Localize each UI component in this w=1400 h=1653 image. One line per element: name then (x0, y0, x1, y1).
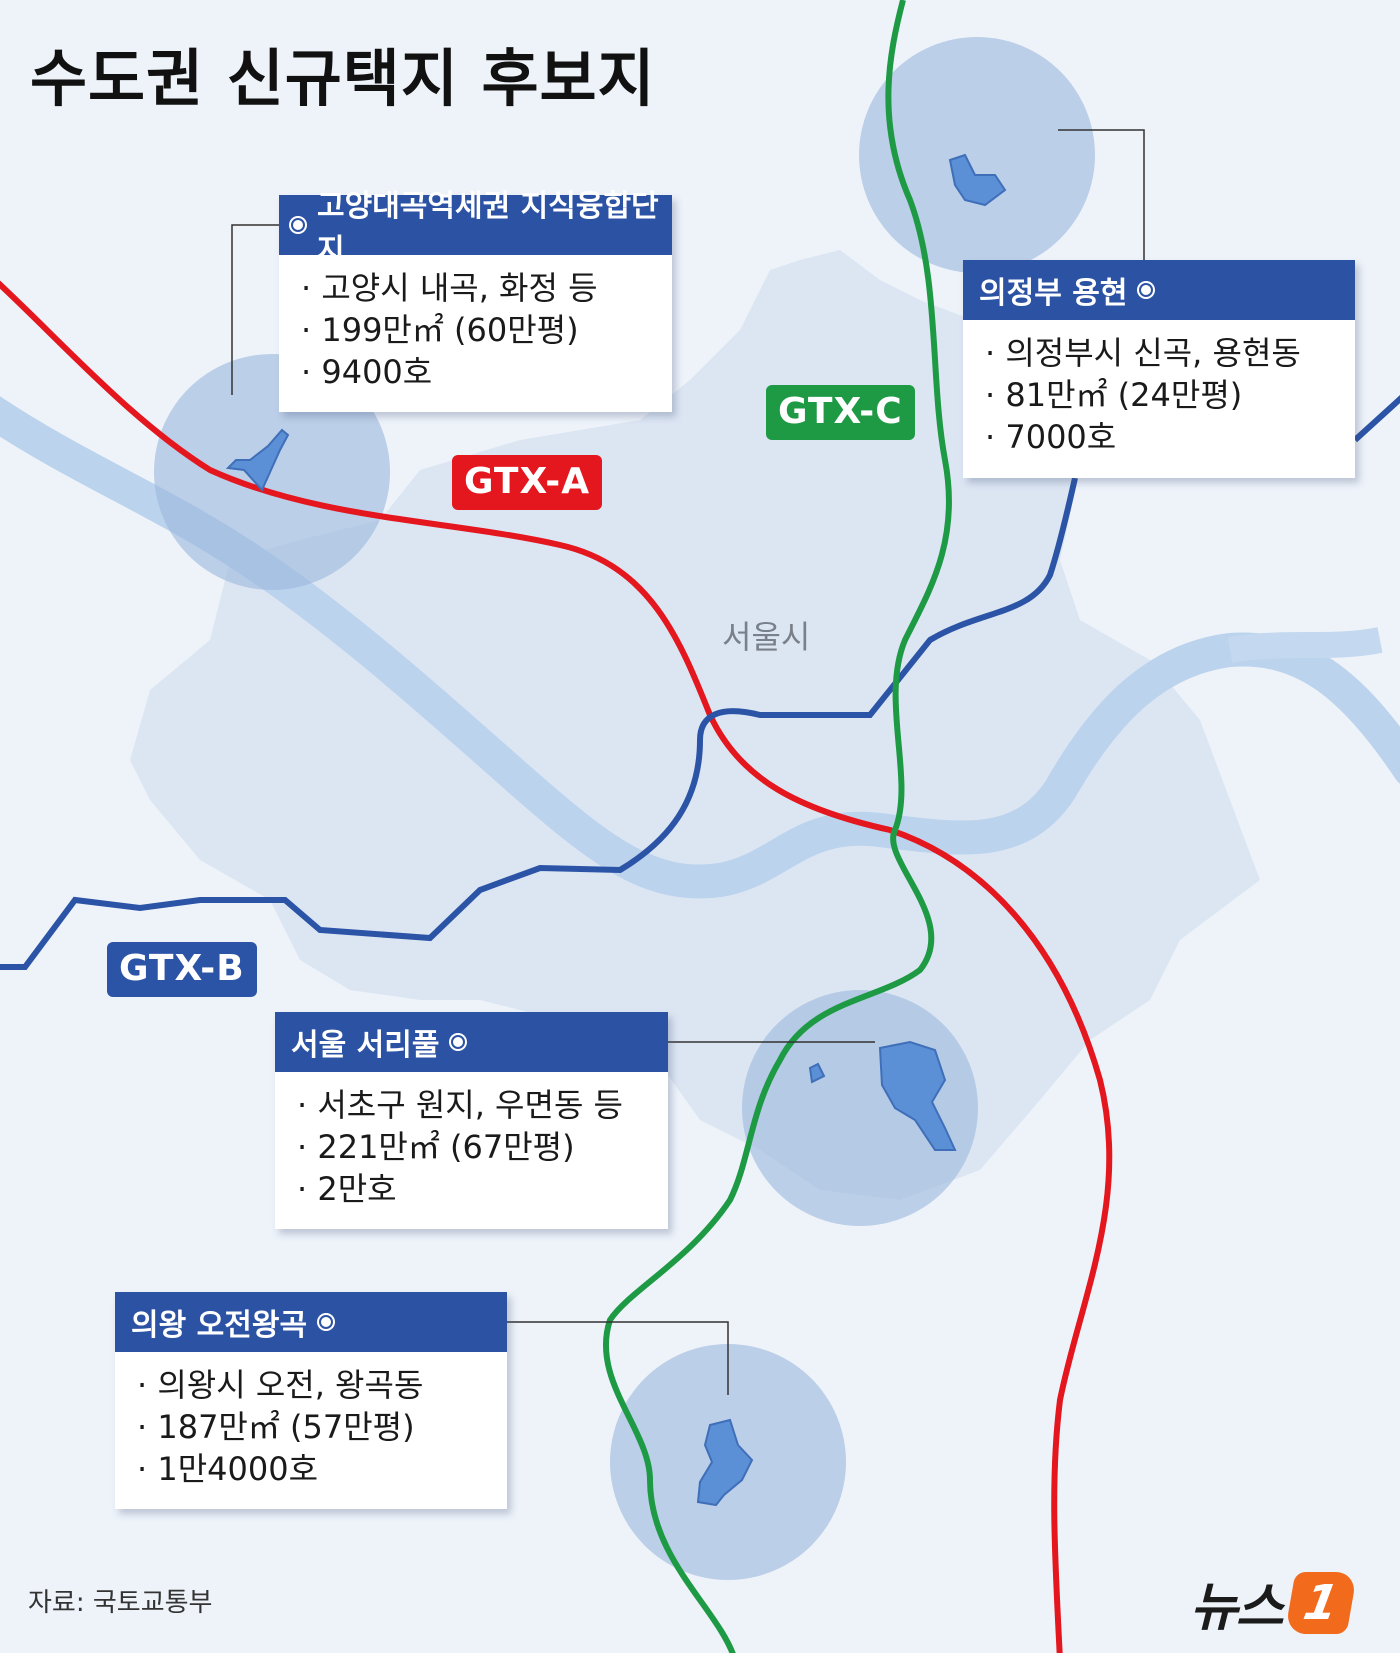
marker-dot (291, 218, 305, 232)
site-name: 고양대곡역세권 지식융합단지 (317, 189, 659, 268)
site-details: 고양시 내곡, 화정 등 199만㎡ (60만평) 9400호 (279, 255, 672, 393)
site-shape-goyang (225, 428, 290, 492)
logo-text: 뉴스 (1190, 1578, 1284, 1638)
site-location: 서초구 원지, 우면동 등 (297, 1084, 646, 1126)
gtx-b-line (0, 395, 1400, 970)
site-name: 의정부 용현 (979, 276, 1128, 311)
site-households: 2만호 (297, 1168, 646, 1210)
site-households: 7000호 (985, 416, 1333, 458)
site-card-goyang: 고양대곡역세권 지식융합단지 고양시 내곡, 화정 등 199만㎡ (60만평)… (279, 189, 672, 412)
site-households: 9400호 (301, 351, 650, 393)
site-details: 서초구 원지, 우면동 등 221만㎡ (67만평) 2만호 (275, 1072, 668, 1210)
site-circle-seocho (742, 990, 978, 1226)
gtx-a-line (0, 280, 1113, 1653)
river-branch (1227, 627, 1383, 663)
site-shape-uiwang (696, 1418, 754, 1507)
site-name: 서울 서리풀 (291, 1028, 440, 1063)
source-note: 자료: 국토교통부 (28, 1588, 213, 1618)
site-location: 고양시 내곡, 화정 등 (301, 267, 650, 309)
site-shape-uijeongbu (948, 153, 1007, 207)
logo-mark: 1 (1284, 1571, 1358, 1634)
site-card-header: 의정부 용현 (963, 260, 1355, 320)
marker-dot (451, 1035, 466, 1049)
leader-uijeongbu (1058, 129, 1145, 290)
site-circle-uijeongbu (859, 37, 1095, 273)
site-location: 의정부시 신곡, 용현동 (985, 332, 1333, 374)
gtx-c-tag: GTX-C (766, 385, 915, 440)
site-details: 의정부시 신곡, 용현동 81만㎡ (24만평) 7000호 (963, 320, 1355, 458)
site-card-header: 고양대곡역세권 지식융합단지 (279, 189, 672, 268)
site-card-seocho: 서울 서리풀 서초구 원지, 우면동 등 221만㎡ (67만평) 2만호 (275, 1012, 668, 1229)
site-card-uiwang: 의왕 오전왕곡 의왕시 오전, 왕곡동 187만㎡ (57만평) 1만4000호 (115, 1292, 507, 1509)
gtx-c-line (602, 0, 952, 1653)
site-area: 221만㎡ (67만평) (297, 1126, 646, 1168)
site-name: 의왕 오전왕곡 (131, 1308, 308, 1343)
site-area: 187만㎡ (57만평) (137, 1406, 485, 1448)
site-shape-seocho (878, 1040, 957, 1151)
site-circle-goyang (154, 354, 390, 590)
seoul-label: 서울시 (722, 618, 811, 656)
leader-goyang (231, 224, 279, 395)
site-card-header: 의왕 오전왕곡 (115, 1292, 507, 1352)
marker-dot (1139, 283, 1154, 297)
gtx-a-tag: GTX-A (452, 455, 603, 510)
site-card-uijeongbu: 의정부 용현 의정부시 신곡, 용현동 81만㎡ (24만평) 7000호 (963, 260, 1355, 478)
site-area: 81만㎡ (24만평) (985, 374, 1333, 416)
news1-logo: 뉴스 1 (1190, 1565, 1358, 1640)
site-area: 199만㎡ (60만평) (301, 309, 650, 351)
site-households: 1만4000호 (137, 1448, 485, 1490)
page-title: 수도권 신규택지 후보지 (30, 42, 656, 115)
seoul-area (130, 250, 1260, 1200)
site-card-header: 서울 서리풀 (275, 1012, 668, 1072)
site-details: 의왕시 오전, 왕곡동 187만㎡ (57만평) 1만4000호 (115, 1352, 507, 1490)
site-shape-seocho-small (808, 1062, 826, 1084)
gtx-b-tag: GTX-B (107, 942, 257, 997)
site-location: 의왕시 오전, 왕곡동 (137, 1364, 485, 1406)
marker-dot (319, 1315, 334, 1329)
